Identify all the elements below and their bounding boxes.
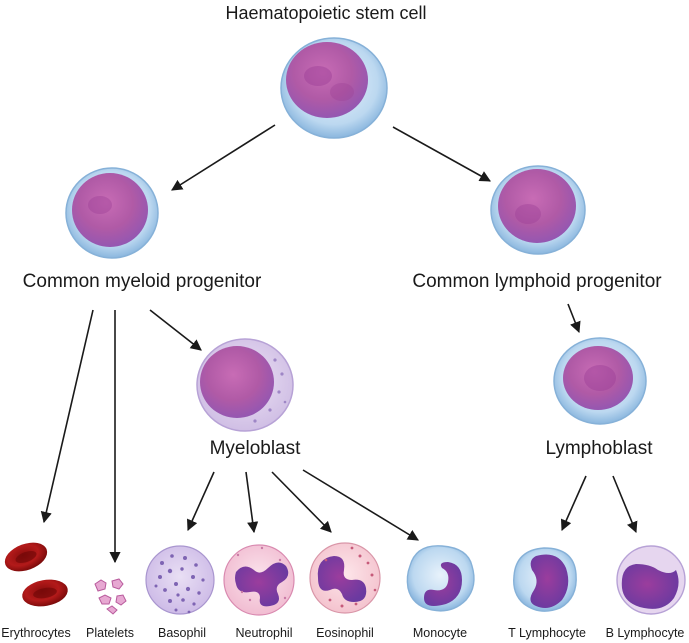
arrow-lymphoid-to-lymphoblast: [567, 303, 581, 334]
t-lymphocyte-cell: [513, 547, 577, 612]
lymphoid-progenitor-cell: [490, 165, 586, 255]
platelets-label: Platelets: [86, 626, 134, 640]
arrow-myeloid-to-myeloblast: [149, 309, 202, 351]
neutrophil-label: Neutrophil: [236, 626, 293, 640]
platelets-cells: [94, 578, 127, 615]
monocyte-cell: [406, 545, 475, 612]
lymphoid-progenitor-label: Common lymphoid progenitor: [412, 271, 662, 292]
stem-cell: [280, 37, 388, 139]
erythrocytes-label: Erythrocytes: [1, 626, 70, 640]
monocyte-label: Monocyte: [413, 626, 467, 640]
arrow-myeloblast-to-neutrophil: [245, 471, 259, 534]
eosinophil-cell: [309, 542, 381, 614]
neutrophil-cell: [223, 544, 295, 616]
myeloblast-label: Myeloblast: [210, 438, 302, 459]
myeloblast-cell: [196, 338, 294, 432]
arrow-stem-to-myeloid: [171, 124, 276, 191]
arrow-lymphoblast-to-t-lymphocyte: [560, 475, 587, 532]
arrow-myeloblast-to-basophil: [187, 471, 215, 532]
arrow-myeloblast-to-monocyte: [302, 469, 419, 541]
b-lymphocyte-label: B Lymphocyte: [606, 626, 685, 640]
arrow-myeloblast-to-eosinophil: [271, 471, 332, 533]
erythrocytes-cells: [4, 542, 68, 607]
lymphoblast-label: Lymphoblast: [545, 438, 653, 459]
arrow-myeloid-to-erythrocytes: [40, 309, 94, 524]
arrows: [40, 124, 638, 564]
myeloid-progenitor-label: Common myeloid progenitor: [23, 271, 262, 292]
lymphoblast-cell: [553, 337, 647, 425]
basophil-cell: [145, 545, 215, 615]
arrow-stem-to-lymphoid: [392, 126, 491, 182]
arrow-lymphoblast-to-b-lymphocyte: [612, 475, 638, 534]
myeloid-progenitor-cell: [65, 167, 159, 259]
b-lymphocyte-cell: [616, 545, 686, 615]
basophil-label: Basophil: [158, 626, 206, 640]
eosinophil-label: Eosinophil: [316, 626, 374, 640]
stem-cell-label: Haematopoietic stem cell: [225, 3, 426, 23]
t-lymphocyte-label: T Lymphocyte: [508, 626, 586, 640]
